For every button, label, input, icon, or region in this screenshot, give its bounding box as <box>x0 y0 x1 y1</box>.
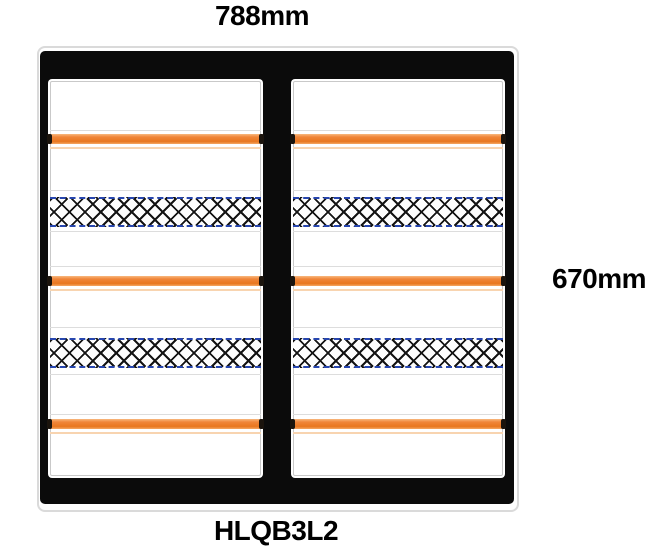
shelf-line-band <box>292 266 503 267</box>
busbar-underline-band <box>50 289 261 291</box>
busbar-band <box>289 276 506 286</box>
height-dimension-label: 670mm <box>552 263 647 294</box>
right-door-panel <box>289 81 506 476</box>
hatch-bar-band <box>292 338 503 368</box>
busbar-underline-band <box>292 432 503 434</box>
shelf-line-band <box>50 231 261 232</box>
shelf-line-band <box>50 414 261 415</box>
busbar-band <box>47 276 263 286</box>
shelf-line-band <box>50 266 261 267</box>
shelf-line-band <box>292 327 503 328</box>
busbar-underline-band <box>292 147 503 149</box>
shelf-line-band <box>292 231 503 232</box>
width-dimension-label: 788mm <box>214 0 310 31</box>
model-label: HLQB3L2 <box>213 515 339 546</box>
busbar-underline-band <box>292 289 503 291</box>
shelf-line-band <box>50 190 261 191</box>
shelf-line-band <box>50 130 261 131</box>
shelf-line-band <box>50 374 261 375</box>
cabinet-outline <box>37 46 519 512</box>
shelf-line-band <box>292 414 503 415</box>
hatch-bar-band <box>292 197 503 227</box>
shelf-line-band <box>292 374 503 375</box>
busbar-band <box>47 134 263 144</box>
hatch-bar-band <box>50 197 261 227</box>
busbar-underline-band <box>50 147 261 149</box>
shelf-line-band <box>292 130 503 131</box>
hatch-bar-band <box>50 338 261 368</box>
busbar-band <box>289 419 506 429</box>
busbar-underline-band <box>50 432 261 434</box>
busbar-band <box>289 134 506 144</box>
busbar-band <box>47 419 263 429</box>
left-door-panel <box>47 81 263 476</box>
cabinet-frame <box>40 51 514 504</box>
shelf-line-band <box>292 190 503 191</box>
shelf-line-band <box>50 327 261 328</box>
